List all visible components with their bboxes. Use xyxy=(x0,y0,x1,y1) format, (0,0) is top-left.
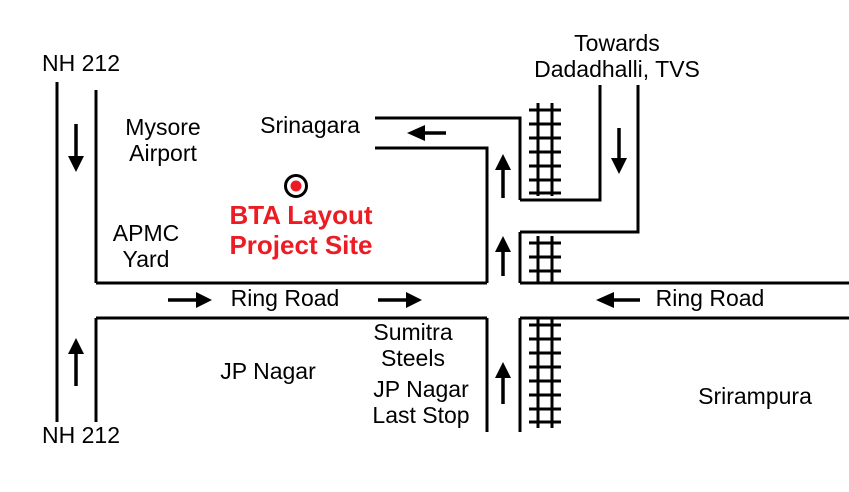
label-text: Ring Road xyxy=(230,285,340,311)
label-text: Last Stop xyxy=(372,402,470,428)
label-srinagara: Srinagara xyxy=(260,112,360,138)
cross-road-lower xyxy=(485,318,522,432)
label-text: Srirampura xyxy=(698,383,812,409)
label-srirampura: Srirampura xyxy=(698,383,812,409)
nh212-road xyxy=(55,82,98,422)
up-arrow-icon xyxy=(495,154,511,198)
label-project-site: BTA Layout Project Site xyxy=(229,200,372,260)
label-text: Sumitra xyxy=(373,319,453,345)
up-arrow-icon xyxy=(495,236,511,276)
label-text: BTA Layout xyxy=(229,200,373,230)
label-text: Towards xyxy=(574,30,660,56)
label-text: NH 212 xyxy=(42,50,120,76)
label-nh212-top: NH 212 xyxy=(42,50,120,76)
left-arrow-icon xyxy=(407,125,446,141)
label-towards-dadadhalli: Towards Dadadhalli, TVS xyxy=(534,30,700,82)
label-jp-nagar-last-stop: JP Nagar Last Stop xyxy=(372,376,469,428)
label-nh212-bottom: NH 212 xyxy=(42,422,120,448)
up-arrow-icon xyxy=(495,362,511,404)
label-text: APMC xyxy=(112,220,180,246)
label-text: Srinagara xyxy=(260,112,360,138)
label-mysore-airport: Mysore Airport xyxy=(125,114,200,166)
down-arrow-icon xyxy=(68,124,84,172)
label-text: Ring Road xyxy=(655,285,765,311)
up-arrow-icon xyxy=(68,338,84,386)
left-arrow-icon xyxy=(596,292,640,308)
railway-track-icon xyxy=(529,103,561,428)
label-sumitra-steels: Sumitra Steels xyxy=(373,319,452,371)
label-text: NH 212 xyxy=(42,422,120,448)
label-text: Dadadhalli, TVS xyxy=(534,56,700,82)
dadadhalli-road xyxy=(520,85,640,234)
label-text: Steels xyxy=(381,345,445,371)
down-arrow-icon xyxy=(611,128,627,174)
label-text: JP Nagar xyxy=(220,358,316,384)
label-apmc-yard: APMC Yard xyxy=(113,220,179,272)
label-text: Airport xyxy=(129,140,197,166)
label-text: JP Nagar xyxy=(373,376,469,402)
project-site-marker xyxy=(284,174,308,198)
right-arrow-icon xyxy=(378,292,422,308)
label-ring-road-left: Ring Road xyxy=(231,285,340,311)
label-text: Yard xyxy=(122,246,170,272)
srinagara-cross-road xyxy=(375,116,522,283)
right-arrow-icon xyxy=(168,292,212,308)
label-jp-nagar: JP Nagar xyxy=(220,358,315,384)
ring-road xyxy=(96,281,849,320)
label-text: Mysore xyxy=(125,114,201,140)
label-text: Project Site xyxy=(229,230,373,260)
label-ring-road-right: Ring Road xyxy=(656,285,765,311)
